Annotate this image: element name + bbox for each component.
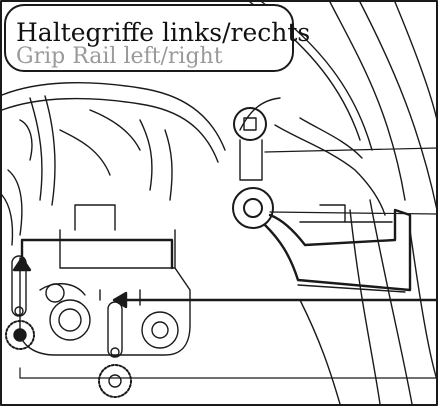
title-english: Grip Rail left/right — [16, 44, 223, 69]
screw-hole-icon — [14, 306, 24, 316]
screw-hole-icon — [110, 347, 120, 357]
arrow-left-icon — [12, 256, 32, 272]
arrow-path-left — [20, 238, 174, 270]
title-callout: Haltegriffe links/rechts Grip Rail left/… — [4, 4, 311, 72]
mounting-bracket — [19, 204, 191, 356]
grip-rail-assembly — [232, 107, 412, 293]
leader-lines — [19, 147, 438, 379]
arrow-left-icon — [112, 291, 128, 309]
grip-rail-icon — [263, 208, 412, 292]
dashed-position-marker-right — [98, 364, 132, 398]
leader-bolt — [264, 147, 438, 153]
washer-icon — [232, 187, 274, 229]
leader-washer — [269, 211, 438, 215]
leader-bottom — [19, 367, 438, 379]
bolt-right-shaft — [107, 301, 123, 358]
callout-arrows — [12, 238, 438, 309]
dashed-position-marker-left — [5, 320, 35, 350]
socket-bolt-icon — [233, 107, 267, 141]
bolt-left-shaft — [11, 255, 27, 317]
title-german: Haltegriffe links/rechts — [16, 18, 311, 47]
left-side-cabling — [1, 81, 226, 246]
bracket-bolts — [5, 255, 132, 398]
fender-shell — [239, 97, 386, 216]
